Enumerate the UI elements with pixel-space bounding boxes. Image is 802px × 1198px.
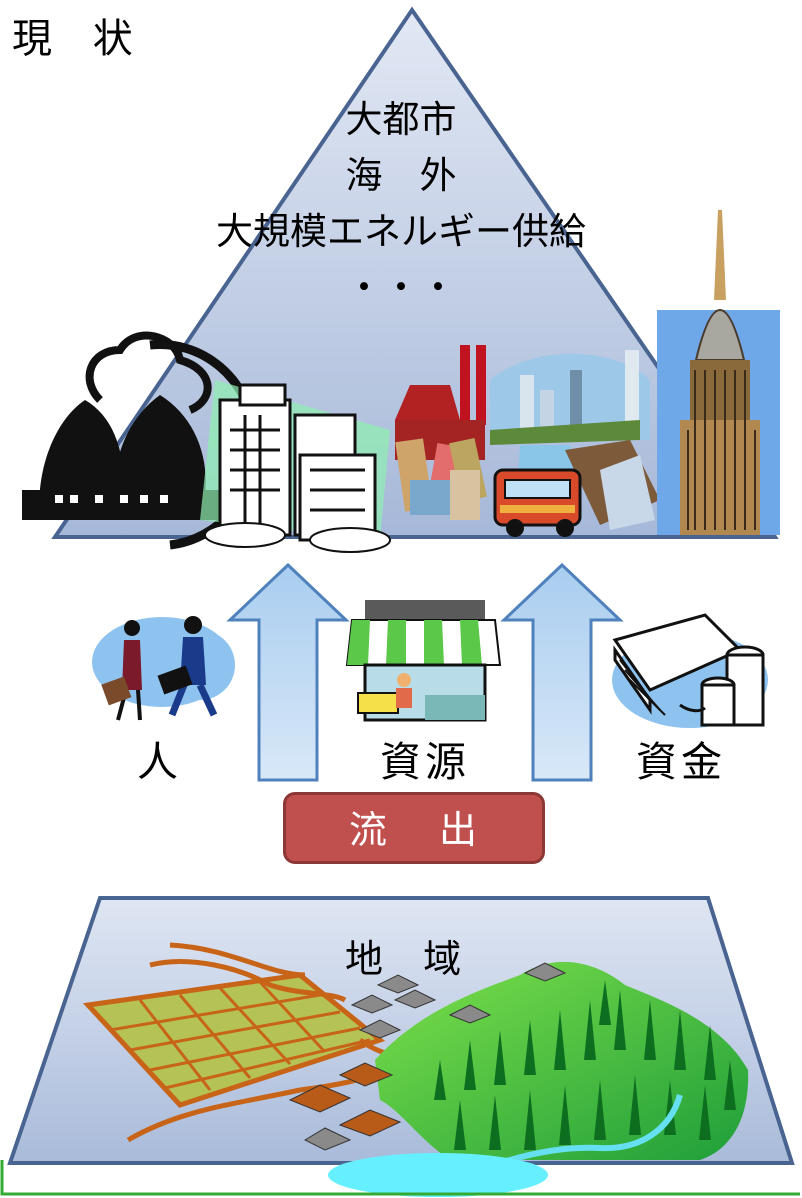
outflow-arrow-left [226, 562, 350, 782]
rural-illustration [82, 942, 749, 1197]
bottom-bracket [0, 1160, 800, 1196]
houses-icon [288, 962, 567, 1151]
shop-icon [345, 600, 502, 722]
pyramid-line-overseas: 海 外 [345, 154, 457, 197]
farm-field-icon [82, 972, 386, 1108]
outflow-box: 流 出 [283, 792, 545, 864]
pyramid-labels: 大都市 海 外 大規模エネルギー供給 ・・・ [0, 92, 802, 316]
funds-label: 資金 [636, 738, 726, 786]
river-icon [478, 1094, 683, 1173]
person-label: 人 [137, 738, 178, 786]
people-icon [92, 616, 235, 721]
skyscraper-icon [657, 210, 780, 535]
resources-label: 資源 [380, 738, 470, 786]
office-buildings-icon [200, 380, 391, 553]
page-title: 現 状 [12, 16, 147, 62]
downtown-icon [395, 345, 660, 537]
city-illustration [22, 210, 780, 553]
pyramid-line-metropolis: 大都市 [345, 98, 457, 141]
region-label: 地 域 [345, 937, 476, 981]
outflow-arrow-right [500, 562, 624, 782]
pond-icon [328, 1153, 548, 1197]
pyramid-line-ellipsis: ・・・ [345, 266, 457, 309]
pyramid-line-energy: 大規模エネルギー供給 [216, 210, 586, 253]
money-icon [612, 613, 768, 728]
